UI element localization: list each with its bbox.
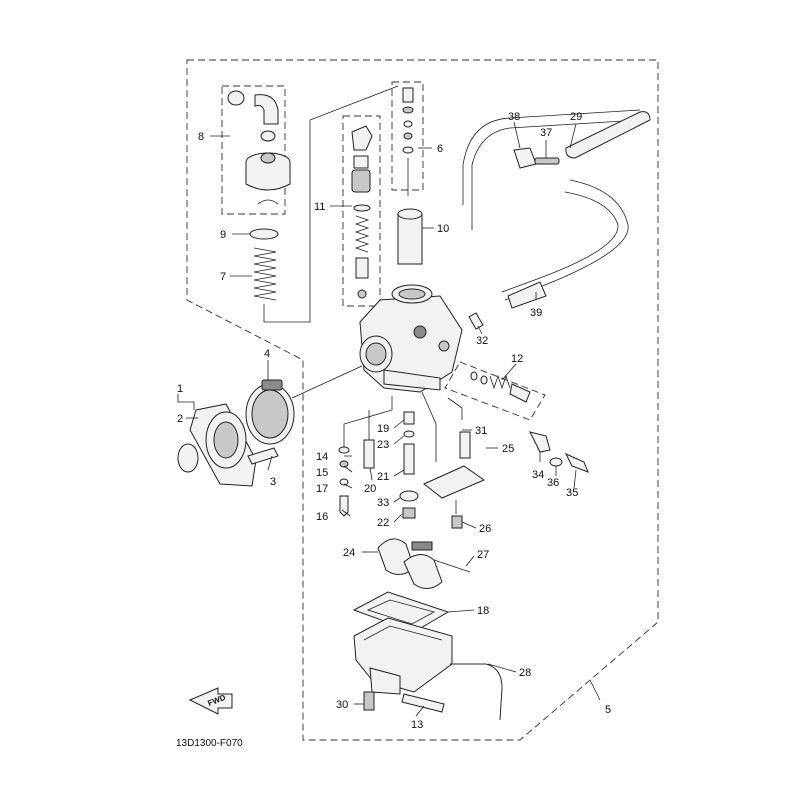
callout-3: 3	[270, 476, 276, 488]
parts-12	[470, 371, 531, 403]
float-bowl	[353, 617, 453, 695]
callout-19: 19	[377, 423, 389, 435]
float-24	[377, 538, 443, 589]
callout-33: 33	[377, 497, 389, 509]
callout-2: 2	[177, 413, 183, 425]
callout-36: 36	[547, 477, 559, 489]
adjuster-37	[534, 157, 560, 165]
cable-end-38	[513, 147, 537, 169]
throttle-valve-10	[397, 208, 434, 265]
top-cap-assembly-8	[210, 90, 291, 205]
callouts: 1 2 3 4 5 6 7 8 9 10 11 12 13 14 15 16 1…	[177, 111, 611, 731]
callout-14: 14	[316, 451, 328, 463]
callout-23: 23	[377, 439, 389, 451]
callout-29: 29	[570, 111, 582, 123]
callout-11: 11	[314, 201, 325, 213]
callout-15: 15	[316, 467, 328, 479]
jet-needle-6	[402, 87, 432, 196]
throttle-cable	[462, 109, 651, 309]
callout-27: 27	[477, 549, 489, 561]
callout-16: 16	[316, 511, 328, 523]
bolt-3	[247, 447, 279, 471]
leader-lines	[341, 121, 601, 717]
callout-12: 12	[511, 353, 523, 365]
callout-4: 4	[264, 348, 270, 360]
callout-10: 10	[437, 223, 449, 235]
callout-34: 34	[532, 469, 544, 481]
callout-37: 37	[540, 127, 552, 139]
callout-28: 28	[519, 667, 531, 679]
screw-30	[363, 691, 375, 711]
jet-parts-center	[399, 411, 419, 519]
callout-39: 39	[530, 307, 542, 319]
hose-28	[450, 663, 503, 721]
intake-joint-1	[177, 394, 257, 487]
callout-31: 31	[475, 425, 487, 437]
callout-17: 17	[316, 483, 328, 495]
callout-32: 32	[476, 335, 488, 347]
pilot-screw-group-25	[421, 391, 486, 529]
callout-35: 35	[566, 487, 578, 499]
callout-26: 26	[479, 523, 491, 535]
fuel-fitting	[529, 431, 589, 473]
carburetor-body	[359, 284, 463, 393]
callout-30: 30	[336, 699, 348, 711]
clamp-4	[245, 360, 363, 445]
cable-sleeve-29	[565, 111, 651, 159]
callout-9: 9	[220, 229, 226, 241]
drain-screw-13	[401, 693, 445, 713]
callout-18: 18	[477, 605, 489, 617]
callout-1: 1	[177, 383, 183, 395]
screw-32	[468, 312, 484, 330]
callout-20: 20	[364, 483, 376, 495]
callout-13: 13	[411, 719, 423, 731]
callout-25: 25	[502, 443, 514, 455]
fwd-arrow-icon	[188, 687, 233, 715]
callout-5: 5	[605, 704, 611, 716]
callout-22: 22	[377, 517, 389, 529]
spring-7	[230, 85, 399, 323]
washer-9	[232, 228, 279, 240]
callout-8: 8	[198, 131, 204, 143]
callout-6: 6	[437, 143, 443, 155]
pin-27	[433, 559, 471, 573]
callout-21: 21	[377, 471, 389, 483]
diagram-code: 13D1300-F070	[176, 738, 243, 749]
callout-24: 24	[343, 547, 355, 559]
jet-parts-left	[338, 396, 393, 517]
cable-sleeve-39	[507, 281, 547, 309]
callout-7: 7	[220, 271, 226, 283]
needle-jet-assembly-11	[330, 125, 373, 299]
callout-38: 38	[508, 111, 520, 123]
